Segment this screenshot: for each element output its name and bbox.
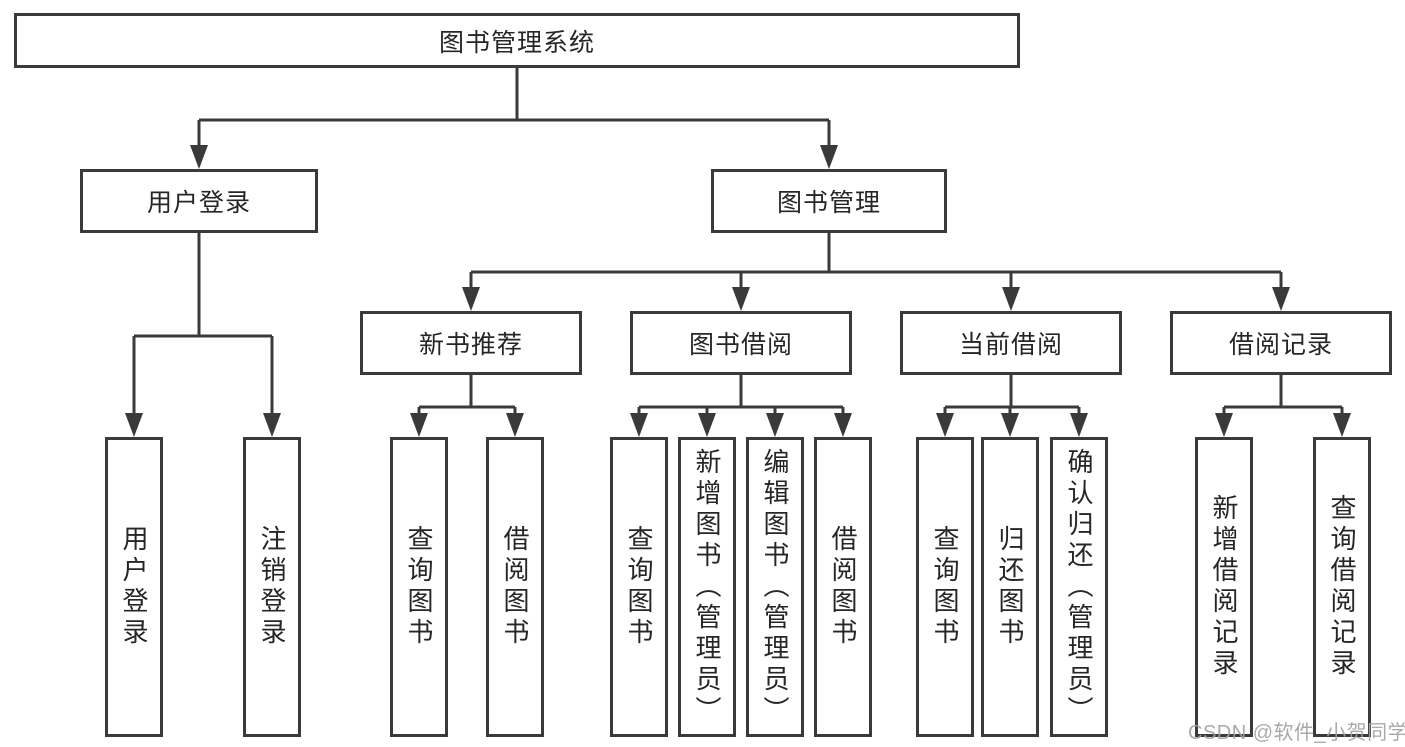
leaf-label: 确认归还（管理员） <box>1064 447 1094 727</box>
node-current-borrowing: 当前借阅 <box>900 311 1122 375</box>
arrowhead-icon <box>834 413 852 437</box>
node-book-management: 图书管理 <box>711 169 947 233</box>
connector-root-split <box>197 68 831 150</box>
leaf-label: 借阅图书 <box>828 525 858 649</box>
leaf-label: 查询图书 <box>404 525 434 649</box>
arrowhead-icon <box>1070 413 1088 437</box>
watermark: CSDN @软件_小贺同学 <box>1188 722 1405 744</box>
arrowhead-icon <box>1215 413 1233 437</box>
arrowhead-icon <box>1002 287 1020 311</box>
node-book-borrowing: 图书借阅 <box>630 311 852 375</box>
node-label: 用户登录 <box>146 189 251 217</box>
arrowhead-icon <box>410 413 428 437</box>
connector-recommend-split <box>417 375 517 419</box>
arrowhead-icon <box>1272 287 1290 311</box>
leaf-borrow-books-recommend: 借阅图书 <box>486 437 544 737</box>
leaf-query-books-borrowing: 查询图书 <box>610 437 668 737</box>
connector-records-split <box>1222 375 1344 419</box>
arrowhead-icon <box>190 145 208 169</box>
connector-current-split <box>943 375 1081 419</box>
leaf-label: 查询借阅记录 <box>1327 494 1357 680</box>
leaf-user-login: 用户登录 <box>105 437 163 737</box>
node-label: 图书管理系统 <box>438 28 595 57</box>
node-new-book-recommendation: 新书推荐 <box>360 311 582 375</box>
leaf-return-books: 归还图书 <box>981 437 1039 737</box>
node-label: 图书管理 <box>776 189 881 217</box>
arrowhead-icon <box>1333 413 1351 437</box>
arrowhead-icon <box>125 413 143 437</box>
arrowhead-icon <box>732 287 750 311</box>
connector-borrowing-split <box>637 375 845 419</box>
leaf-label: 新增图书（管理员） <box>692 447 722 727</box>
node-label: 借阅记录 <box>1228 331 1333 359</box>
leaf-label: 查询图书 <box>624 525 654 649</box>
arrowhead-icon <box>936 413 954 437</box>
arrowhead-icon <box>263 413 281 437</box>
arrowhead-icon <box>462 287 480 311</box>
leaf-confirm-return-admin: 确认归还（管理员） <box>1050 437 1108 737</box>
connector-login-split <box>132 233 274 419</box>
leaf-edit-books-admin: 编辑图书（管理员） <box>746 437 804 737</box>
arrowhead-icon <box>506 413 524 437</box>
leaf-label: 编辑图书（管理员） <box>760 447 790 727</box>
leaf-borrow-books-borrowing: 借阅图书 <box>814 437 872 737</box>
leaf-label: 查询图书 <box>930 525 960 649</box>
node-label: 图书借阅 <box>688 331 793 359</box>
arrowhead-icon <box>820 145 838 169</box>
arrowhead-icon <box>1001 413 1019 437</box>
node-label: 新书推荐 <box>418 331 523 359</box>
leaf-add-books-admin: 新增图书（管理员） <box>678 437 736 737</box>
leaf-logout: 注销登录 <box>243 437 301 737</box>
leaf-label: 归还图书 <box>995 525 1025 649</box>
leaf-label: 新增借阅记录 <box>1209 494 1239 680</box>
leaf-label: 注销登录 <box>257 525 287 649</box>
node-label: 当前借阅 <box>958 331 1063 359</box>
arrowhead-icon <box>698 413 716 437</box>
leaf-query-books-current: 查询图书 <box>916 437 974 737</box>
leaf-query-books-recommend: 查询图书 <box>390 437 448 737</box>
connector-mgmt-split <box>469 233 1283 293</box>
arrowhead-icon <box>766 413 784 437</box>
arrowhead-icon <box>630 413 648 437</box>
node-borrowing-records: 借阅记录 <box>1170 311 1392 375</box>
leaf-label: 借阅图书 <box>500 525 530 649</box>
leaf-label: 用户登录 <box>119 525 149 649</box>
node-user-login-branch: 用户登录 <box>80 169 318 233</box>
leaf-query-borrow-record: 查询借阅记录 <box>1313 437 1371 737</box>
leaf-add-borrow-record: 新增借阅记录 <box>1195 437 1253 737</box>
node-root: 图书管理系统 <box>14 13 1020 68</box>
